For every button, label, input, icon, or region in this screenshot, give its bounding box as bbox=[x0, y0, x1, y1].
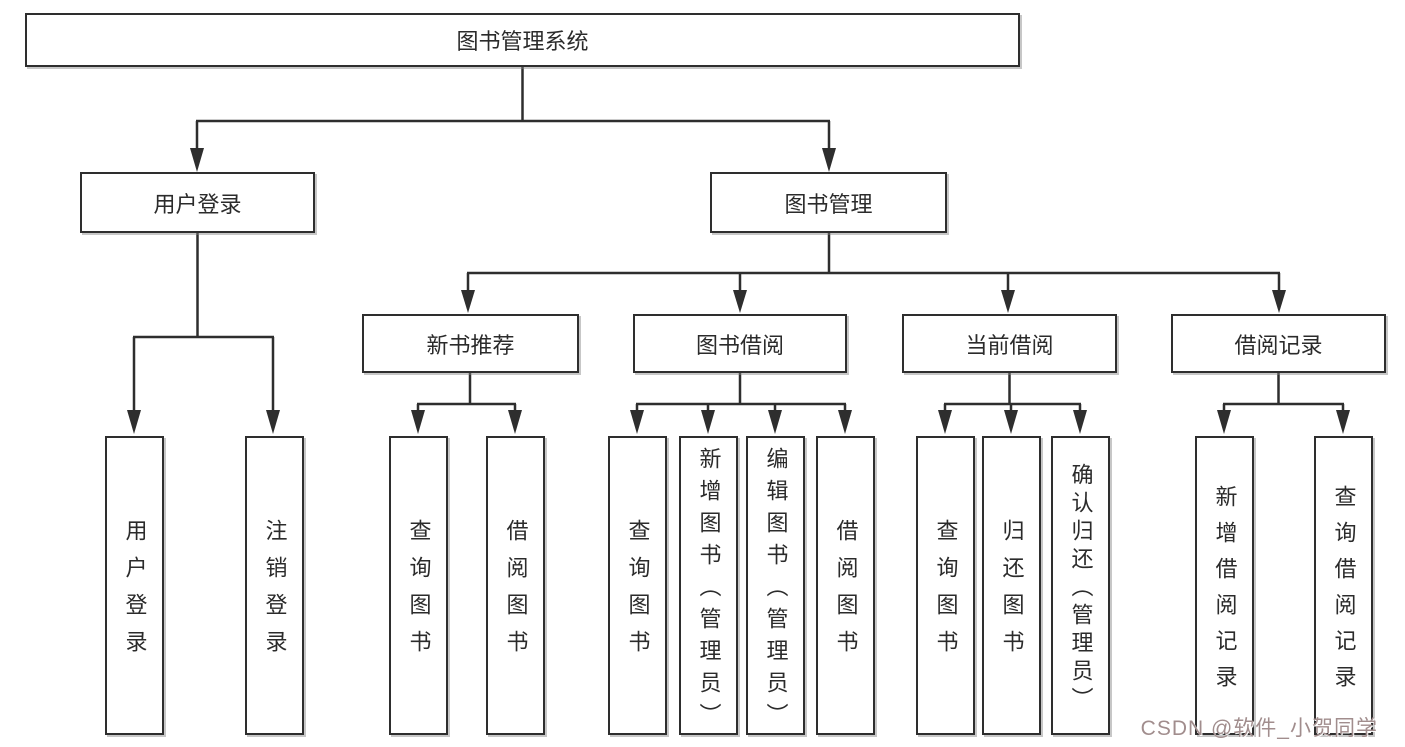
node-book-management: 图书管理 bbox=[710, 172, 947, 233]
csdn-watermark: CSDN @软件_小贺同学 bbox=[1140, 717, 1378, 740]
node-recommend-query-books: 查询图书 bbox=[389, 436, 448, 735]
node-logout-leaf: 注销登录 bbox=[245, 436, 304, 735]
node-library-management-system: 图书管理系统 bbox=[25, 13, 1020, 67]
node-add-book-admin: 新增图书（管理员） bbox=[679, 436, 738, 735]
node-borrow-books-leaf: 借阅图书 bbox=[816, 436, 875, 735]
node-edit-book-admin: 编辑图书（管理员） bbox=[746, 436, 805, 735]
node-borrow-query-books: 查询图书 bbox=[608, 436, 667, 735]
node-new-book-recommend: 新书推荐 bbox=[362, 314, 579, 373]
node-confirm-return-admin: 确认归还（管理员） bbox=[1051, 436, 1110, 735]
node-return-books: 归还图书 bbox=[982, 436, 1041, 735]
node-current-borrow: 当前借阅 bbox=[902, 314, 1117, 373]
tree-edges bbox=[132, 67, 1345, 413]
node-book-borrow: 图书借阅 bbox=[633, 314, 847, 373]
node-user-login: 用户登录 bbox=[80, 172, 315, 233]
node-query-borrow-record: 查询借阅记录 bbox=[1314, 436, 1373, 735]
node-current-query-books: 查询图书 bbox=[916, 436, 975, 735]
node-recommend-borrow-books: 借阅图书 bbox=[486, 436, 545, 735]
node-add-borrow-record: 新增借阅记录 bbox=[1195, 436, 1254, 735]
node-user-login-leaf: 用户登录 bbox=[105, 436, 164, 735]
arrow-heads bbox=[127, 148, 1350, 434]
node-borrow-records: 借阅记录 bbox=[1171, 314, 1386, 373]
